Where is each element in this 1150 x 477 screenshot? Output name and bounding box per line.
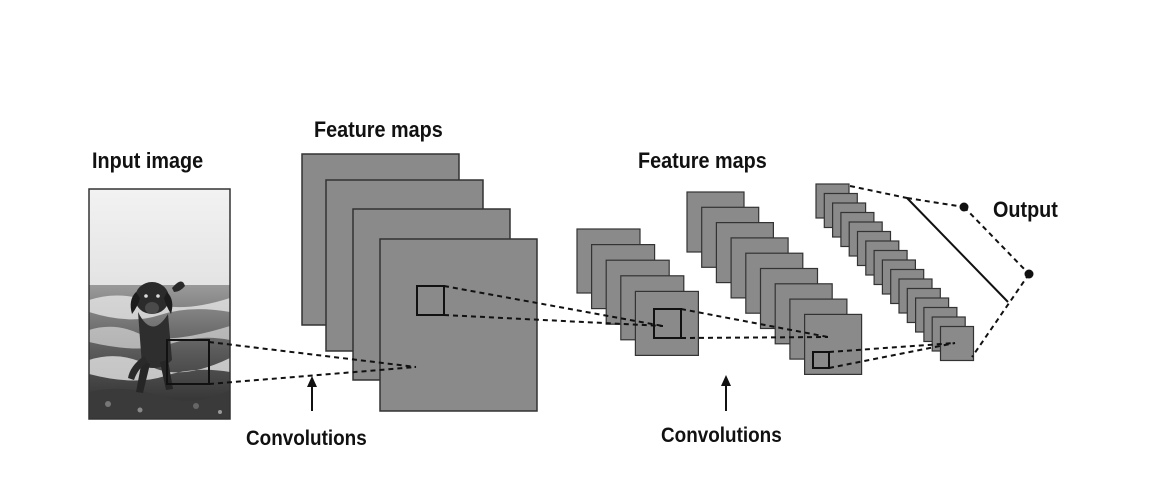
input-image-label: Input image	[92, 148, 204, 173]
fully-connected-line	[906, 197, 1009, 303]
output-node-1	[959, 202, 969, 212]
up-arrow-icon	[307, 376, 317, 411]
convolution-projection-lines	[208, 185, 1030, 385]
feature-map	[634, 290, 700, 356]
output-node-2	[1024, 269, 1034, 279]
receptive-field-map-2	[653, 308, 682, 339]
feature-maps-stack-2	[576, 228, 700, 356]
receptive-field-input	[166, 339, 210, 385]
receptive-field-map-1	[416, 285, 445, 316]
input-image-photo	[89, 189, 230, 419]
input-image-frame	[88, 188, 231, 420]
up-arrow-icon	[721, 375, 731, 411]
feature-maps-label-1: Feature maps	[314, 117, 443, 142]
receptive-field-map-3	[812, 351, 830, 369]
feature-map	[379, 238, 538, 412]
output-label: Output	[993, 197, 1058, 222]
feature-maps-stack-3	[686, 191, 863, 375]
feature-map	[803, 313, 863, 375]
feature-maps-label-2: Feature maps	[638, 148, 767, 173]
convolutions-label-1: Convolutions	[246, 427, 367, 450]
feature-maps-stack-4	[815, 183, 975, 362]
convolutions-label-2: Convolutions	[661, 424, 782, 447]
feature-map	[939, 325, 975, 362]
dog-silhouette	[128, 281, 185, 393]
feature-maps-stack-1	[301, 153, 538, 412]
